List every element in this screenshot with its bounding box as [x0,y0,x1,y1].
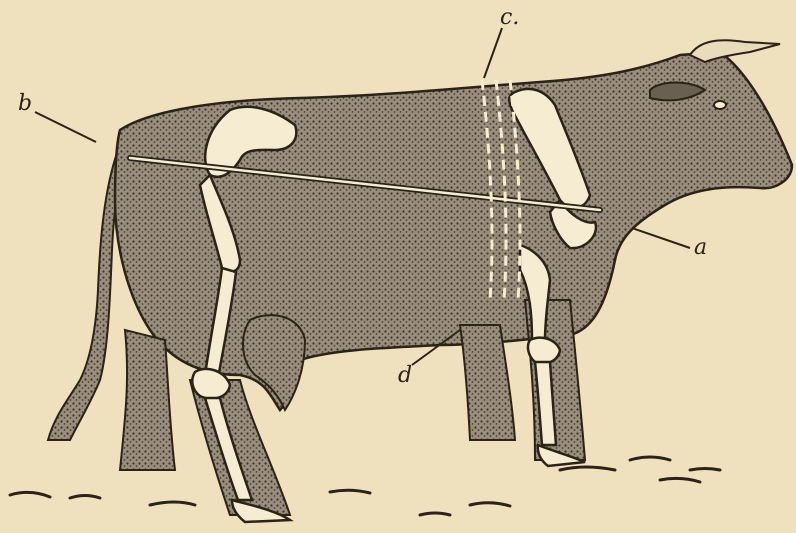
leader-line-c [484,28,502,78]
label-c: c. [500,5,519,30]
label-d: d [398,363,412,388]
horn [690,40,780,62]
label-b: b [18,91,32,116]
label-a: a [694,235,707,260]
leader-line-b [35,112,96,142]
fore-knee-bone [528,338,560,364]
cow-tail [48,150,124,440]
ground-marks [10,457,720,515]
leader-line-a [632,228,690,248]
eye [714,101,726,109]
